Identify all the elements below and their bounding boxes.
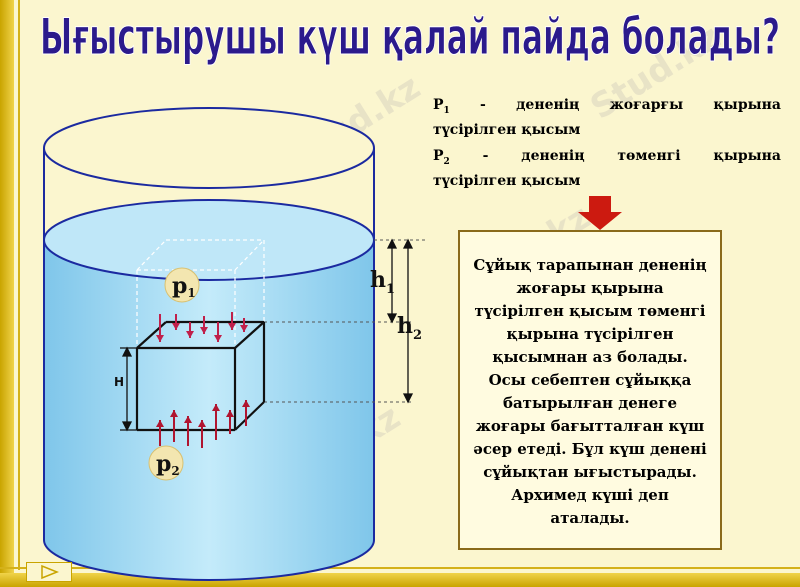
legend-p1: P1 - дененің жоғарғы қырына түсірілген қ… (433, 96, 781, 140)
legend-p1-dash: - (480, 97, 486, 113)
pressure-arrow (156, 314, 164, 342)
slide-border-line-vertical (18, 0, 20, 570)
legend-p2-rest: түсірілген қысым (433, 172, 581, 189)
pressure-arrow (200, 316, 208, 334)
legend-p1-rest: түсірілген қысым (433, 121, 581, 138)
legend-p2-word: төменгі (617, 148, 681, 164)
water-body (44, 240, 374, 580)
svg-text:p2: p2 (156, 451, 180, 478)
legend-p2-symbol: P2 (433, 148, 450, 167)
pressure-arrow (240, 318, 248, 332)
pressure-arrow (242, 400, 250, 426)
svg-text:Ығыстырушы күш қалай пайда бол: Ығыстырушы күш қалай пайда болады? (40, 8, 780, 66)
pressure-arrow (198, 420, 206, 448)
legend-p1-word: қырына (713, 97, 781, 113)
label-p1: p1 (164, 267, 200, 303)
down-arrow-icon (578, 196, 622, 230)
submerged-cube (135, 320, 266, 432)
legend-p2-word: дененің (521, 148, 585, 164)
legend-p2-word: қырына (713, 148, 781, 164)
play-arrow-icon (41, 564, 60, 580)
pressure-arrow (156, 420, 164, 446)
height-dimension (120, 346, 137, 432)
reference-lines (264, 239, 428, 403)
label-h1: h1 (370, 267, 395, 297)
legend-p2: P2 - дененің төменгі қырына түсірілген қ… (433, 147, 781, 191)
info-box: Сұйық тарапынан дененің жоғары қырына тү… (458, 230, 722, 550)
pressure-arrow (212, 404, 220, 440)
vessel (43, 107, 375, 581)
depth-dimensions (386, 238, 414, 404)
slide-border-line-horizontal (0, 567, 800, 569)
svg-text:p1: p1 (172, 273, 196, 300)
pressure-arrow (184, 416, 192, 446)
legend-p1-symbol: P1 (433, 97, 450, 116)
vessel-rim (43, 107, 375, 189)
pressure-arrow (214, 322, 222, 342)
pressure-arrow (186, 322, 194, 338)
pressure-arrow (226, 410, 234, 434)
arrows-bottom-pressure (156, 400, 250, 448)
slide-border-left (0, 0, 14, 587)
label-h2: h2 (397, 313, 422, 343)
label-H: H (114, 375, 124, 389)
legend-p1-word: жоғарғы (609, 97, 684, 113)
page-title: Ығыстырушы күш қалай пайда болады? (40, 8, 781, 67)
pressure-arrow (172, 314, 180, 330)
arrows-top-pressure (156, 312, 248, 342)
next-slide-button[interactable] (26, 562, 72, 582)
legend-p1-word: дененің (516, 97, 580, 113)
pressure-arrow (170, 410, 178, 442)
label-p2: p2 (148, 445, 184, 481)
pressure-arrow (228, 312, 236, 330)
legend-p2-dash: - (482, 148, 489, 164)
